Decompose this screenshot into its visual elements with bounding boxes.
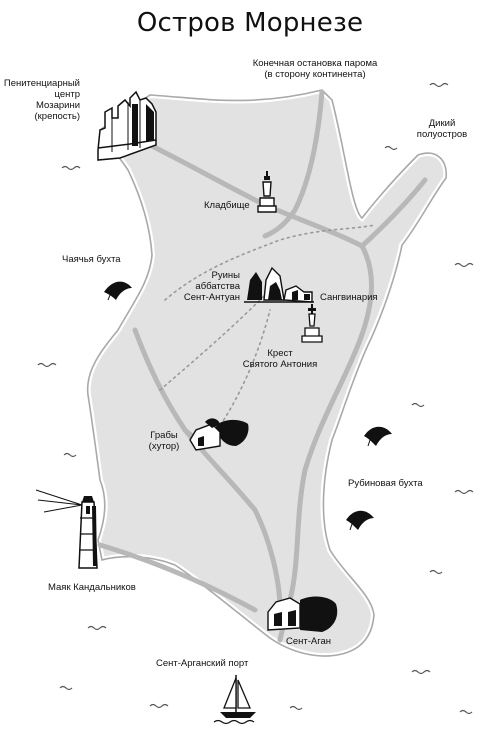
village-icon xyxy=(267,596,338,632)
map-title: Остров Морнезе xyxy=(136,8,364,38)
label-abbey-ruins: Руины аббатства Сент-Антуан xyxy=(170,270,240,303)
label-lighthouse: Маяк Кандальников xyxy=(48,582,136,593)
island-coast xyxy=(86,89,447,657)
label-abbey-ruins-line: Руины xyxy=(211,270,240,281)
bird-icon xyxy=(104,281,392,531)
label-ferry-line: Конечная остановка парома xyxy=(252,58,378,69)
label-cemetery: Кладбище xyxy=(204,200,250,211)
label-abbey-ruins-line: Сент-Антуан xyxy=(183,292,240,303)
cemetery-cross-icon xyxy=(257,171,277,213)
label-penitentiary-line: Пенитенциарный xyxy=(3,78,80,89)
label-penitentiary-line: (крепость) xyxy=(34,111,80,122)
label-abbey-ruins-line: аббатства xyxy=(195,281,240,292)
abbey-ruins-icon xyxy=(244,266,314,303)
label-penitentiary-line: центр xyxy=(54,89,81,100)
footpath-west xyxy=(159,294,266,391)
label-wild-peninsula: Дикий полуостров xyxy=(412,118,472,140)
label-sanguinaria: Сангвинария xyxy=(320,292,378,303)
road-lighthouse xyxy=(97,542,258,613)
sailboat-icon xyxy=(213,675,256,725)
fortress-icon xyxy=(97,90,157,161)
road-west xyxy=(132,327,283,613)
road-peninsula xyxy=(359,177,428,249)
label-ferry-line: (в сторону континента) xyxy=(264,69,366,80)
label-cross-line: Святого Антония xyxy=(242,359,318,370)
cross-monument-icon xyxy=(301,304,323,343)
road-ferry xyxy=(262,89,325,239)
label-graby: Грабы (хутор) xyxy=(144,430,184,452)
label-wild-peninsula-line: полуостров xyxy=(416,129,468,140)
lighthouse-icon xyxy=(35,489,98,569)
label-saint-argan: Сент-Аган xyxy=(286,636,332,647)
label-graby-line: Грабы xyxy=(150,430,178,441)
footpath-north xyxy=(164,224,376,301)
label-ferry: Конечная остановка парома (в сторону кон… xyxy=(240,58,390,80)
farm-trees-icon xyxy=(189,418,249,451)
label-cross: Крест Святого Антония xyxy=(232,348,328,370)
label-cross-line: Крест xyxy=(267,348,293,359)
label-penitentiary-line: Мозарини xyxy=(36,100,80,111)
label-wild-peninsula-line: Дикий xyxy=(428,118,456,129)
label-graby-line: (хутор) xyxy=(148,441,180,452)
label-port: Сент-Арганский порт xyxy=(156,658,249,669)
wave-icon xyxy=(37,82,474,715)
label-penitentiary: Пенитенциарный центр Мозарини (крепость) xyxy=(2,78,80,122)
label-ruby-bay: Рубиновая бухта xyxy=(348,478,423,489)
label-gull-bay: Чаячья бухта xyxy=(62,254,121,265)
